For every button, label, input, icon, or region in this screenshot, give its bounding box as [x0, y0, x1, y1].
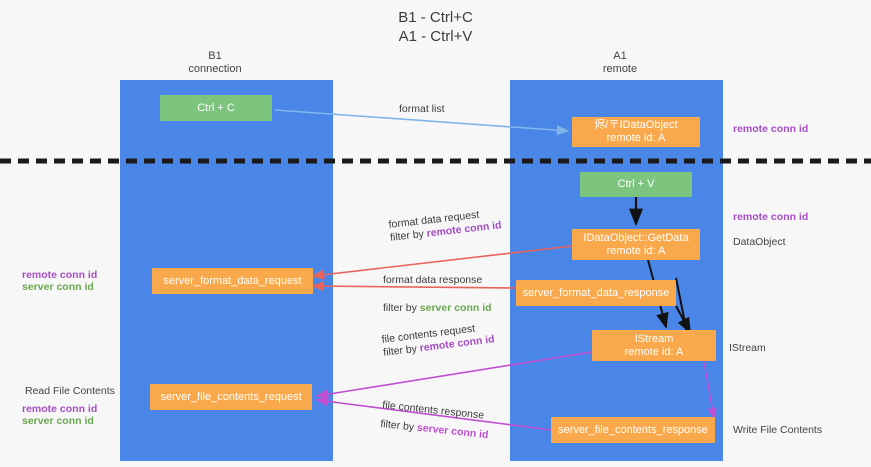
node-server-file-contents-request[interactable]: server_file_contents_request: [150, 384, 312, 410]
annotation-right-dataobject: DataObject: [733, 236, 786, 248]
annotation-left-read-file-contents: Read File Contents: [25, 385, 115, 397]
node-server-format-data-request-label: server_format_data_request: [163, 274, 302, 287]
node-idataobject-remote-label: 侭/〒IDataObject: [594, 119, 678, 131]
node-ctrl-v-label: Ctrl + V: [617, 178, 655, 190]
node-server-format-data-response-label: server_format_data_response: [522, 286, 670, 299]
node-istream-label: IStream: [634, 332, 674, 345]
node-server-file-contents-response-label: server_file_contents_response: [558, 423, 708, 436]
edge-label-format-data-response: format data response filter by server co…: [383, 274, 492, 315]
edge-label-file-contents-response-line1: file contents response: [381, 399, 485, 422]
annotation-right-istream: IStream: [729, 342, 766, 354]
annotation-left-remote-conn-id-bottom: remote conn id: [22, 403, 98, 415]
node-ctrl-v[interactable]: Ctrl + V: [580, 172, 692, 197]
lane-header-b1: B1 connection: [188, 50, 242, 75]
annotation-right-remote-conn-id-top: remote conn id: [733, 123, 809, 135]
node-server-file-contents-request-label: server_file_contents_request: [160, 390, 302, 403]
edge-label-file-contents-request: file contents request filter by remote c…: [381, 320, 495, 359]
edge-label-format-data-response-strong: server conn id: [419, 302, 492, 314]
node-server-format-data-response[interactable]: server_format_data_response: [516, 280, 676, 306]
annotation-left-server-conn-id-bottom: server conn id: [22, 415, 94, 427]
node-getdata[interactable]: IDataObject::GetData remote id: A: [572, 229, 700, 260]
annotation-left-remote-conn-id-mid: remote conn id: [22, 269, 98, 281]
node-idataobject-remote-sublabel: remote id: A: [606, 132, 666, 144]
lane-header-a1: A1 remote: [602, 50, 638, 75]
annotation-right-write-file-contents: Write File Contents: [733, 424, 823, 436]
edge-label-file-contents-response-strong: server conn id: [416, 421, 489, 442]
edge-label-format-data-response-line1: format data response: [383, 274, 483, 286]
edge-label-format-data-request: format data request filter by remote con…: [388, 206, 502, 245]
diagram-title: B1 - Ctrl+C A1 - Ctrl+V: [398, 9, 473, 45]
edge-label-file-contents-response: file contents response filter by server …: [380, 399, 491, 442]
annotation-left-server-conn-id-mid: server conn id: [22, 281, 94, 293]
annotation-right-remote-conn-id-mid: remote conn id: [733, 211, 809, 223]
edge-label-file-contents-response-line2: filter by: [379, 417, 418, 434]
node-getdata-label: IDataObject::GetData: [583, 231, 689, 244]
node-ctrl-c[interactable]: Ctrl + C: [160, 95, 272, 121]
edge-label-format-list: format list: [399, 103, 445, 116]
node-server-file-contents-response[interactable]: server_file_contents_response: [551, 417, 715, 443]
node-istream-sublabel: remote id: A: [624, 345, 684, 358]
node-getdata-sublabel: remote id: A: [606, 244, 666, 257]
edge-label-format-list-line1: format list: [399, 103, 445, 115]
node-idataobject-remote[interactable]: 侭/〒IDataObject remote id: A: [572, 117, 700, 147]
node-ctrl-c-label: Ctrl + C: [197, 101, 235, 114]
node-istream[interactable]: IStream remote id: A: [592, 330, 716, 361]
node-server-format-data-request[interactable]: server_format_data_request: [152, 268, 313, 294]
edge-label-format-data-response-line2: filter by: [383, 302, 420, 314]
